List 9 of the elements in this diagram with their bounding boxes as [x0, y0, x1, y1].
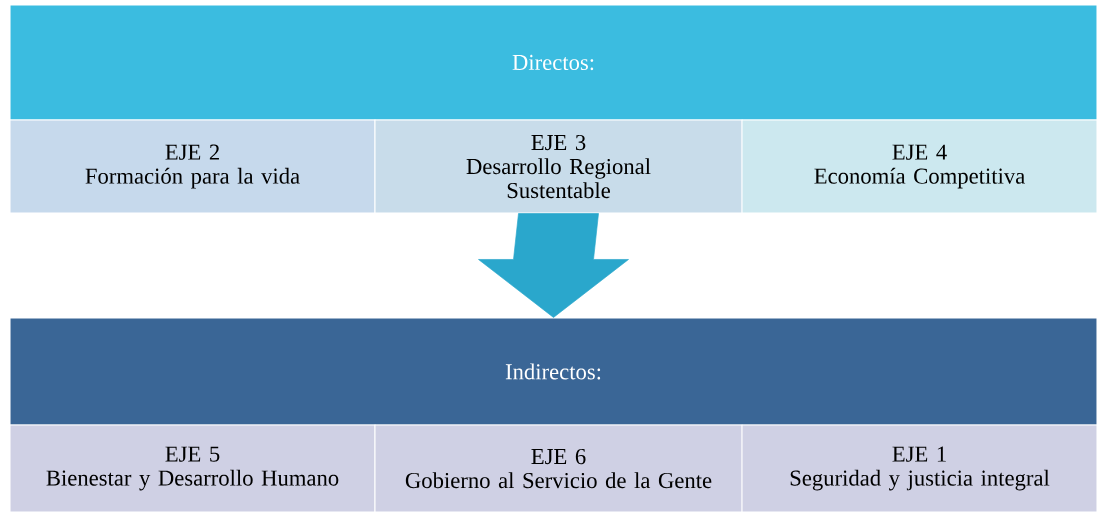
header-band: Indirectos: [9, 317, 1097, 426]
category-box: EJE 3 Desarrollo Regional Sustentable [374, 119, 743, 214]
block-arrow [478, 213, 629, 318]
category-box: EJE 1 Seguridad y justicia integral [741, 424, 1097, 512]
category-box: EJE 4 Economía Competitiva [741, 119, 1097, 214]
category-box: EJE 2 Formación para la vida [9, 119, 376, 214]
category-box: EJE 6 Gobierno al Servicio de la Gente [374, 424, 743, 512]
category-box: EJE 5 Bienestar y Desarrollo Humano [9, 424, 376, 512]
header-band: Directos: [9, 4, 1097, 121]
